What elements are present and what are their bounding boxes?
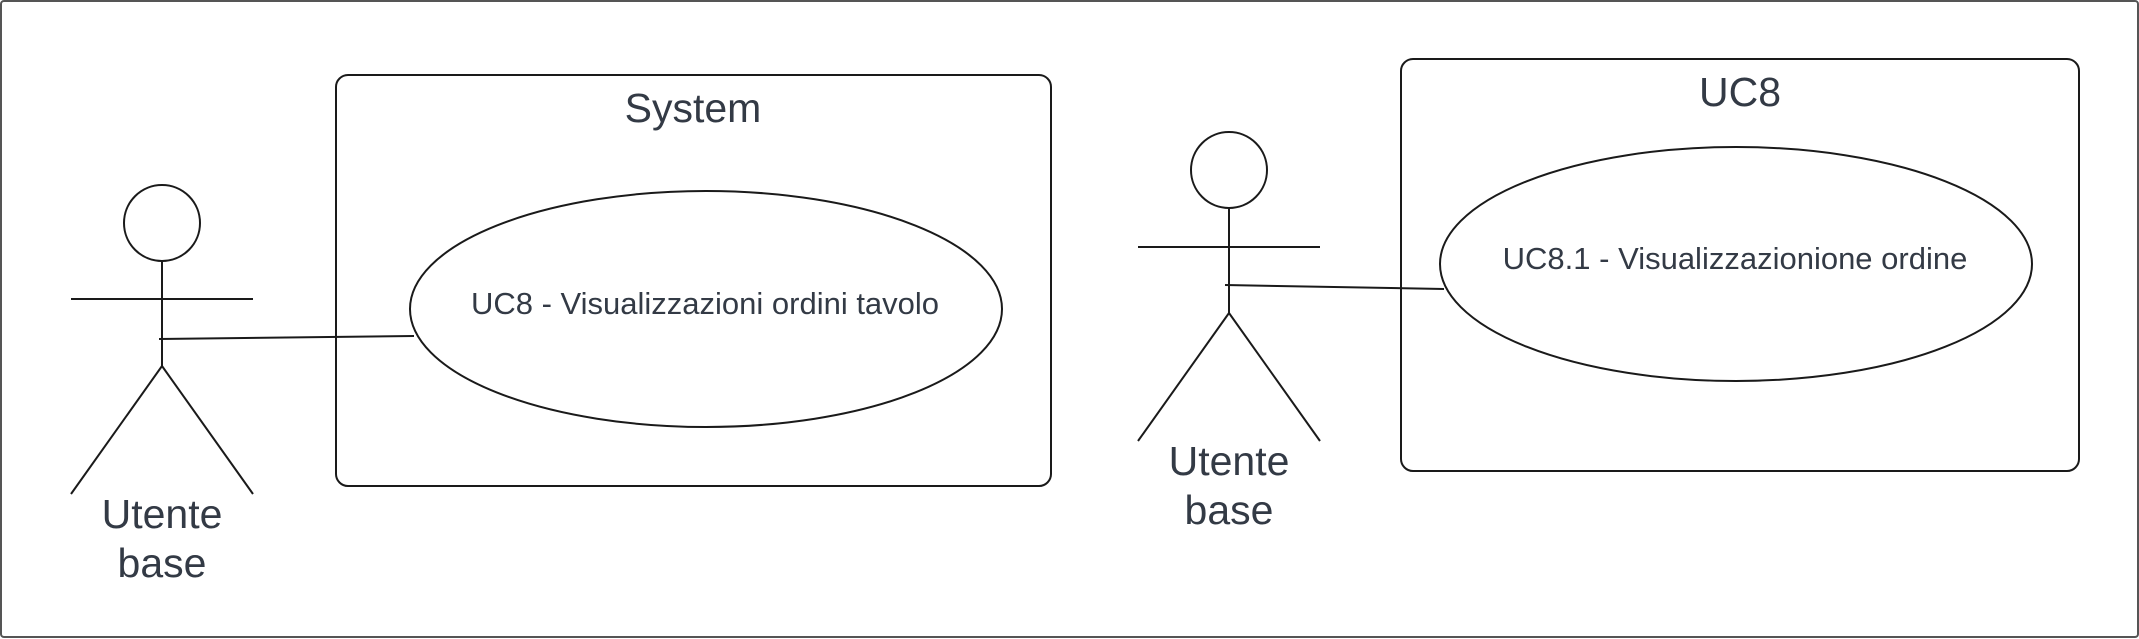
right-actor: Utente base — [1137, 131, 1321, 533]
left-system-boundary — [335, 74, 1052, 487]
left-use-case — [409, 190, 1003, 428]
left-actor-label-line2: base — [118, 540, 207, 586]
right-actor-leg-right — [1228, 312, 1321, 442]
right-association-line — [1224, 284, 1445, 290]
left-association-line — [158, 335, 415, 340]
right-system-boundary — [1400, 58, 2080, 472]
left-boundary-title: System — [625, 85, 762, 131]
right-use-case-label: UC8.1 - Visualizzazionione ordine — [1503, 241, 1968, 276]
left-actor-leg-right — [161, 365, 254, 495]
right-actor-label-line2: base — [1185, 487, 1274, 533]
right-use-case — [1439, 146, 2033, 382]
left-actor-leg-left — [70, 365, 163, 495]
right-actor-head — [1190, 131, 1268, 209]
left-actor-head — [123, 184, 201, 262]
right-boundary-title: UC8 — [1699, 69, 1781, 115]
left-use-case-label: UC8 - Visualizzazioni ordini tavolo — [471, 286, 939, 321]
right-actor-leg-left — [1137, 312, 1230, 442]
right-actor-label-line1: Utente — [1169, 438, 1290, 484]
left-actor: Utente base — [70, 184, 254, 586]
left-actor-label-line1: Utente — [102, 491, 223, 537]
